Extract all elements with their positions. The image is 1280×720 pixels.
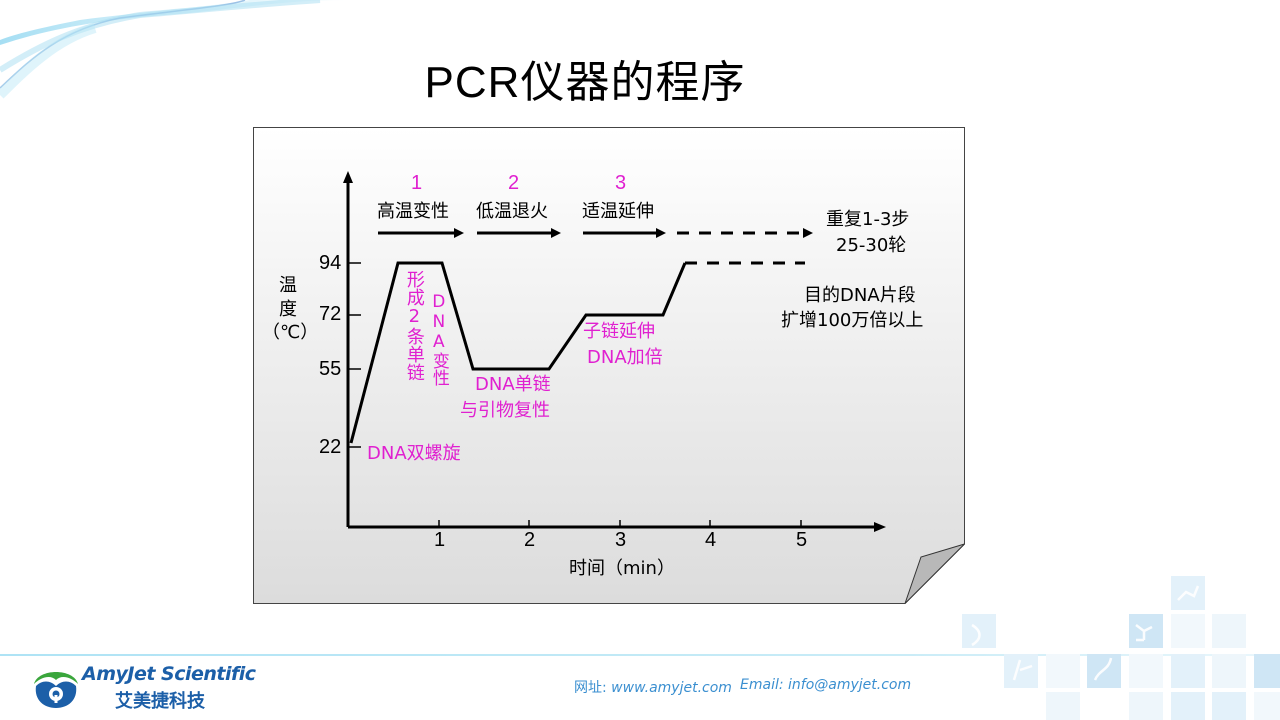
annotation-two-strands: 形成2条单链 (403, 270, 425, 381)
annotation-dna-doubling: DNA加倍 (587, 347, 663, 368)
website-info: 网址: www.amyjet.com (574, 677, 732, 697)
company-logo: AmyJet Scientific 艾美捷科技 (30, 660, 270, 712)
footer-divider (0, 654, 1280, 656)
temperature-line (349, 261, 687, 444)
x-ticks (438, 520, 802, 527)
annotation-strand-extension: 子链延伸 (583, 321, 655, 342)
title-cn: 仪器的程序 (520, 57, 746, 108)
slide-title: PCR仪器的程序 (0, 46, 1170, 110)
decorative-wave (0, 0, 345, 99)
decorative-science-tiles (962, 576, 1280, 720)
website-label: 网址: (574, 680, 607, 696)
email-info: Email: info@amyjet.com (740, 677, 911, 693)
x-axis-label: 时间（min） (569, 558, 675, 579)
x-tick-5: 5 (796, 529, 808, 551)
repeat-note-line2: 25-30轮 (836, 235, 907, 256)
folded-corner (904, 543, 965, 604)
y-tick-55: 55 (319, 358, 342, 380)
repeat-note-line1: 重复1-3步 (826, 209, 910, 230)
step-number-1: 1 (411, 172, 423, 194)
email-label: Email: (740, 677, 784, 693)
y-ticks (348, 262, 361, 448)
y-tick-72: 72 (319, 303, 342, 325)
step-name-3: 适温延伸 (582, 201, 654, 222)
y-tick-94: 94 (319, 252, 342, 274)
annotation-primer-anneal: 与引物复性 (460, 400, 550, 421)
x-tick-1: 1 (434, 529, 446, 551)
x-axis-arrow (874, 522, 886, 532)
y-axis-label-2: 度 (279, 299, 297, 320)
step-name-1: 高温变性 (377, 201, 449, 222)
y-tick-22: 22 (319, 436, 342, 458)
step-number-2: 2 (508, 172, 520, 194)
x-tick-4: 4 (705, 529, 717, 551)
brand-name-cn: 艾美捷科技 (115, 691, 205, 712)
x-tick-2: 2 (524, 529, 536, 551)
axes (346, 179, 878, 529)
x-tick-3: 3 (615, 529, 627, 551)
logo-emblem-icon (34, 672, 78, 708)
step-number-3: 3 (615, 172, 627, 194)
step-name-2: 低温退火 (476, 201, 548, 222)
website-link[interactable]: www.amyjet.com (611, 680, 732, 696)
annotation-dna-denature: DNA变性 (428, 292, 449, 386)
y-axis-label-1: 温 (279, 275, 297, 296)
pcr-chart (253, 127, 965, 604)
y-axis-arrow (343, 171, 353, 183)
chart-sheet: 1 2 3 高温变性 低温退火 适温延伸 重复1-3步 25-30轮 目的DNA… (253, 127, 965, 604)
brand-name-en: AmyJet Scientific (82, 663, 256, 685)
email-link[interactable]: info@amyjet.com (788, 677, 912, 693)
y-axis-label-3: （℃） (262, 322, 319, 343)
result-note-line2: 扩增100万倍以上 (781, 310, 924, 331)
annotation-single-strand: DNA单链 (475, 374, 551, 395)
annotation-dna-double-helix: DNA双螺旋 (367, 443, 461, 464)
result-note-line1: 目的DNA片段 (804, 285, 916, 306)
title-latin: PCR (424, 58, 521, 107)
